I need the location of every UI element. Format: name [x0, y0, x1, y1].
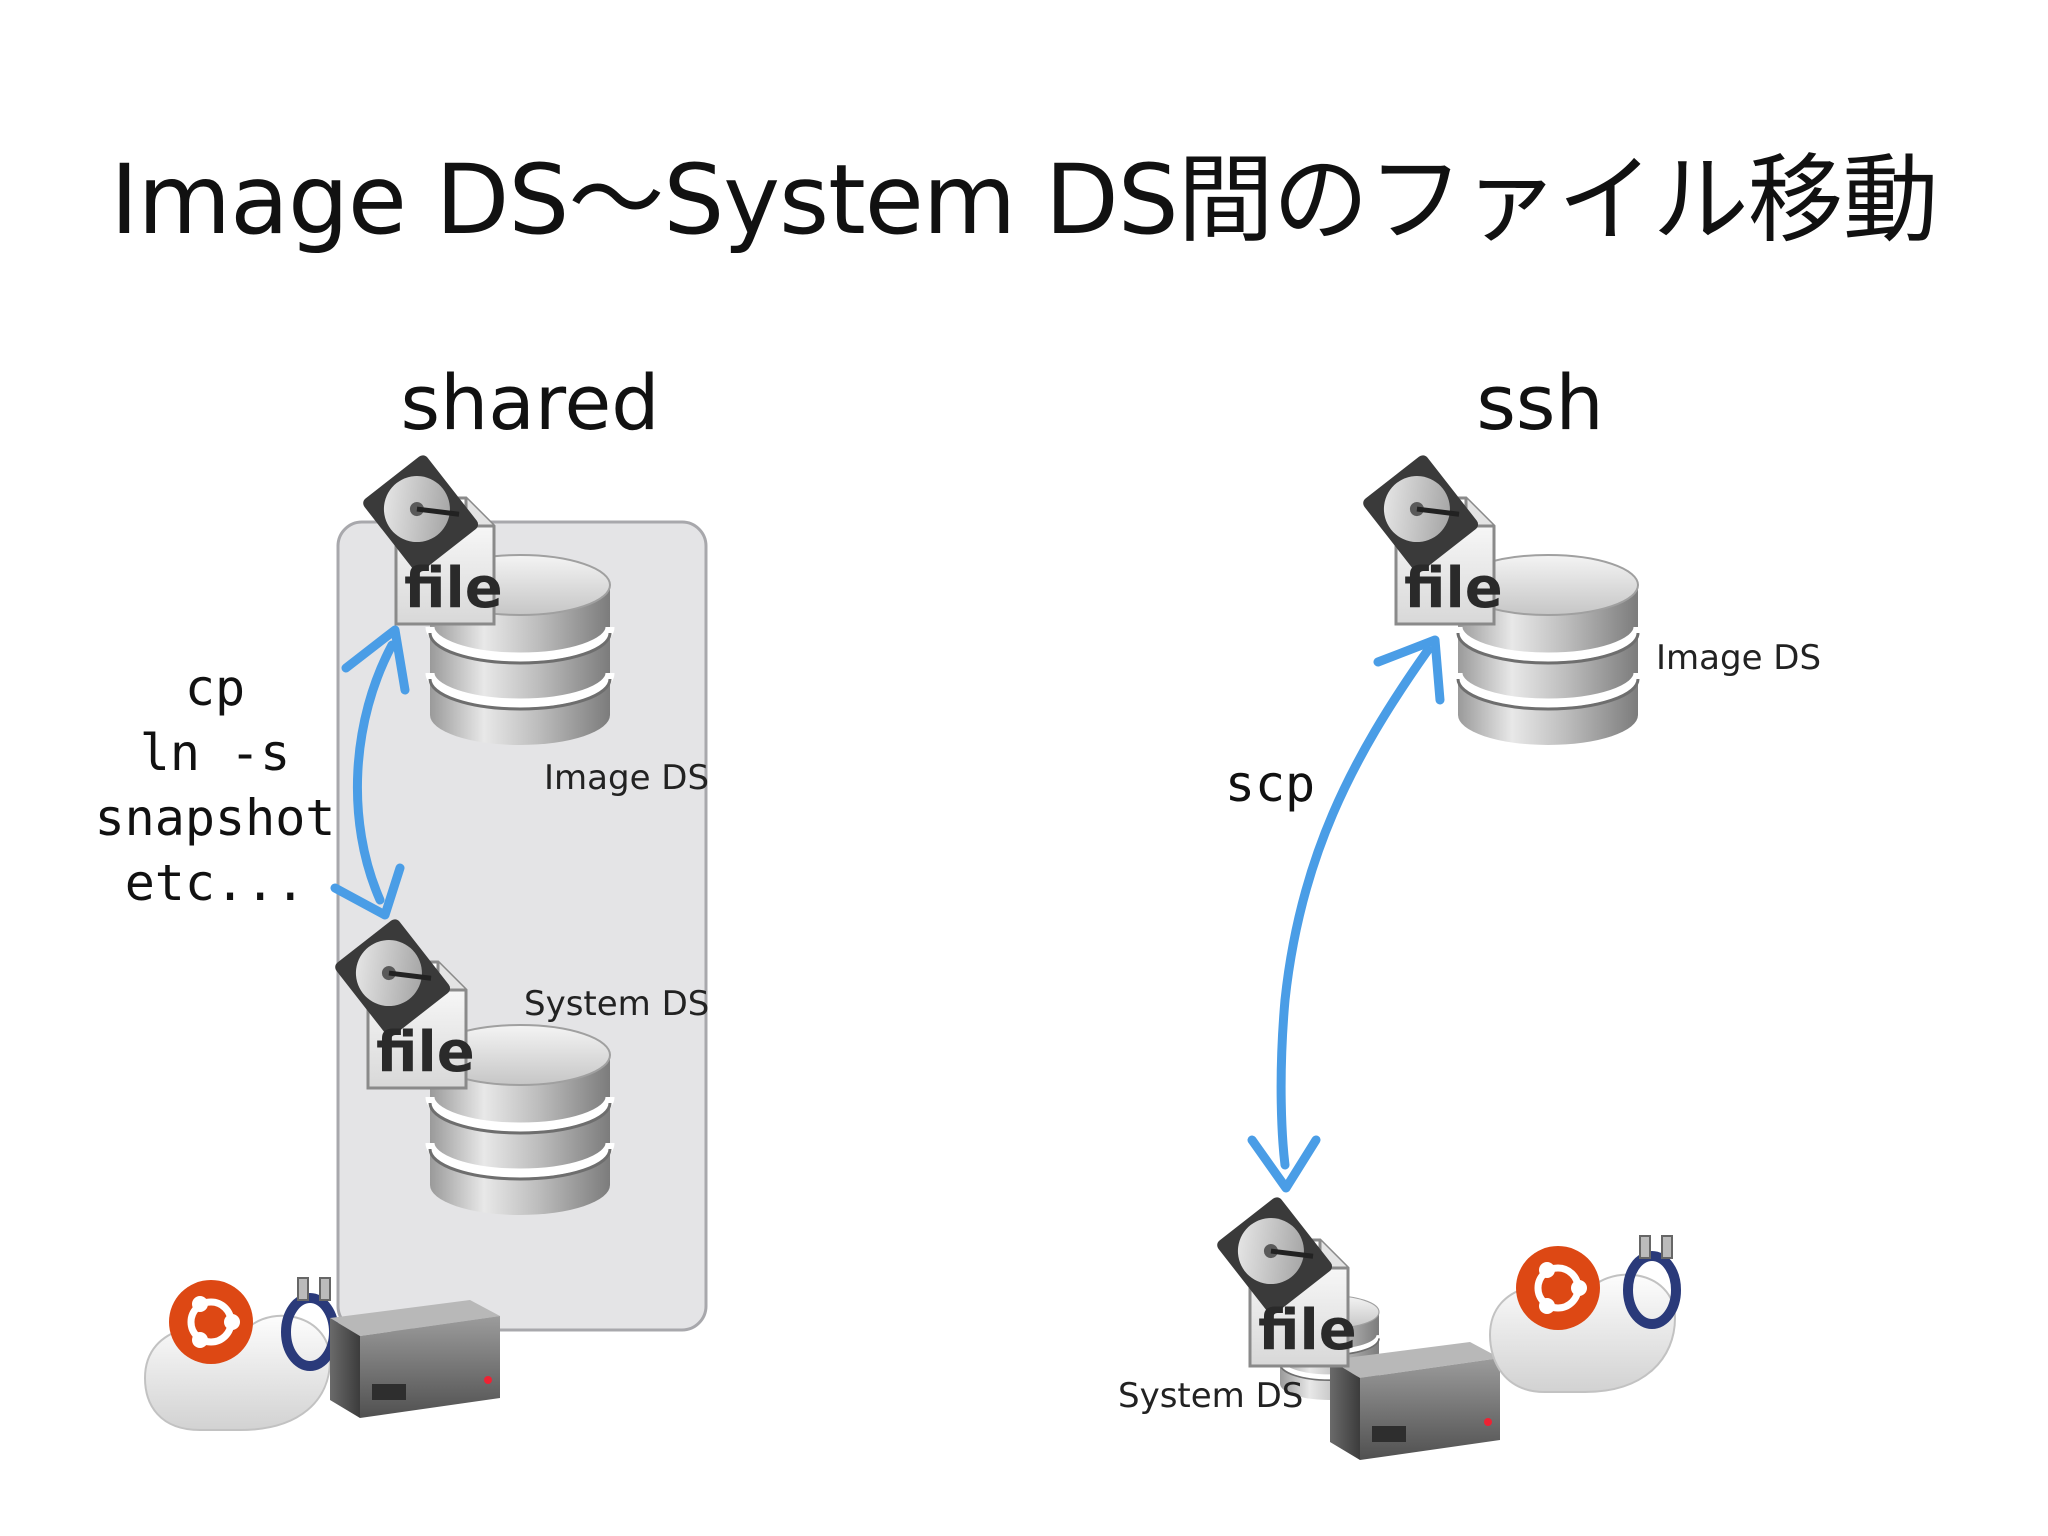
shared-host-server: [143, 1277, 500, 1431]
command-cp: cp: [184, 659, 246, 717]
ssh-command: scp: [1224, 755, 1316, 813]
ssh-image-ds-label: Image DS: [1656, 638, 1822, 678]
server-icon: [1330, 1342, 1500, 1460]
ssh-transfer-arrow: [1247, 635, 1445, 1193]
ubuntu-icon: [1516, 1246, 1600, 1330]
ssh-system-ds-file-label: file: [1258, 1298, 1357, 1363]
image-ds-file-label: file: [404, 556, 503, 621]
ubuntu-icon: [169, 1280, 253, 1364]
ssh-image-ds-file-label: file: [1404, 556, 1503, 621]
command-ln: ln -s: [139, 724, 291, 782]
ssh-host-server: [1215, 1195, 1681, 1460]
ssh-heading: ssh: [1476, 358, 1604, 447]
ssh-system-ds-label: System DS: [1118, 1376, 1304, 1416]
command-snapshot: snapshot: [94, 789, 336, 847]
system-ds-file-label: file: [376, 1020, 475, 1085]
shared-heading: shared: [400, 358, 660, 447]
shared-transfer-arrow: [330, 625, 410, 920]
command-etc: etc...: [124, 854, 306, 912]
network-cable-icon: [1623, 1235, 1681, 1329]
shared-image-ds-label: Image DS: [544, 758, 710, 798]
shared-system-ds-label: System DS: [524, 984, 710, 1024]
shared-command-list: cp ln -s snapshot etc...: [80, 656, 350, 916]
page-title: Image DS〜System DS間のファイル移動: [110, 144, 1938, 256]
server-icon: [330, 1300, 500, 1418]
